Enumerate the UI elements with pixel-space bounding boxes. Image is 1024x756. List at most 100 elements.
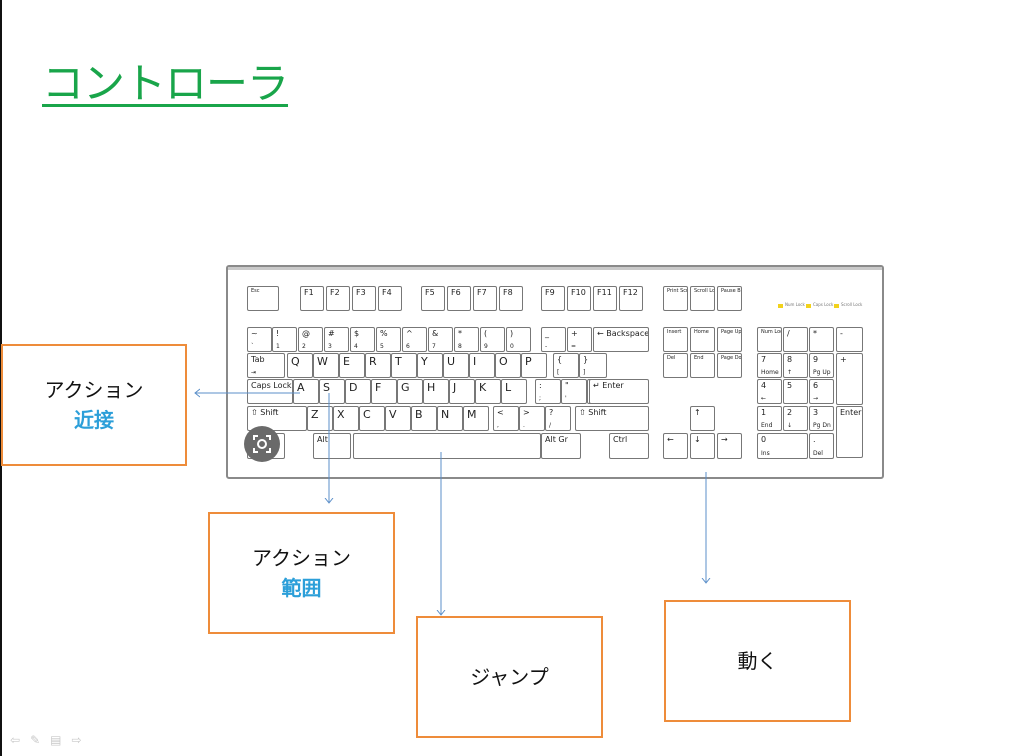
key-top-label: P xyxy=(525,355,532,368)
key-bottom-label: ↑ xyxy=(787,369,793,376)
keyboard-key: :; xyxy=(535,379,561,404)
keyboard-key: R xyxy=(365,353,391,378)
key-top-label: Print Screen SysRq xyxy=(667,288,688,294)
keyboard-key: I xyxy=(469,353,495,378)
key-top-label: 0 xyxy=(761,435,767,444)
keyboard-key: W xyxy=(313,353,339,378)
key-top-label: Q xyxy=(291,355,300,368)
key-top-label: : xyxy=(539,381,542,390)
keyboard-key: ↵ Enter xyxy=(589,379,649,404)
keyboard-key: F7 xyxy=(473,286,497,311)
key-bottom-label: 7 xyxy=(432,343,436,350)
key-top-label: M xyxy=(467,408,477,421)
key-bottom-label: ← xyxy=(761,395,767,402)
keyboard-key: )0 xyxy=(506,327,531,352)
key-top-label: F3 xyxy=(356,288,366,297)
callout-jump-line1: ジャンプ xyxy=(470,665,549,689)
key-top-label: Alt xyxy=(317,435,328,444)
key-top-label: < xyxy=(497,408,504,417)
keyboard-key: {[ xyxy=(553,353,579,378)
key-bottom-label: ` xyxy=(251,343,254,350)
pen-icon[interactable]: ✎ xyxy=(30,733,41,747)
key-top-label: J xyxy=(453,381,457,394)
key-top-label: F6 xyxy=(451,288,461,297)
key-top-label: Alt Gr xyxy=(545,435,568,444)
keyboard-key: - xyxy=(836,327,863,352)
keyboard-key: F10 xyxy=(567,286,591,311)
keyboard-key: !1 xyxy=(272,327,297,352)
key-top-label: ⇧ Shift xyxy=(579,408,607,417)
keyboard-key: Tab⇥ xyxy=(247,353,285,378)
key-top-label: ⇧ Shift xyxy=(251,408,279,417)
key-bottom-label: ' xyxy=(565,395,567,402)
key-bottom-label: 0 xyxy=(510,343,514,350)
key-top-label: ? xyxy=(549,408,554,417)
key-top-label: I xyxy=(473,355,477,368)
callout-area-action: アクション 範囲 xyxy=(208,512,395,634)
key-top-label: X xyxy=(337,408,345,421)
key-top-label: ← xyxy=(667,435,674,444)
key-top-label: Caps Lock xyxy=(251,381,292,390)
keyboard-key: .Del xyxy=(809,433,834,459)
key-bottom-label: Ins xyxy=(761,450,770,457)
keyboard-key: += xyxy=(567,327,592,352)
key-top-label: 8 xyxy=(787,355,793,364)
keyboard-key: F6 xyxy=(447,286,471,311)
keyboard-key: Print Screen SysRq xyxy=(663,286,688,311)
keyboard-key: F2 xyxy=(326,286,350,311)
key-top-label: B xyxy=(415,408,423,421)
keyboard-key: D xyxy=(345,379,371,404)
image-search-icon[interactable] xyxy=(244,426,280,462)
keyboard-key: 5 xyxy=(783,379,808,404)
keyboard-key: $4 xyxy=(350,327,375,352)
keyboard-key: K xyxy=(475,379,501,404)
keyboard-key: Num Lock xyxy=(757,327,782,352)
keyboard-key: F11 xyxy=(593,286,617,311)
key-top-label: > xyxy=(523,408,530,417)
key-top-label: } xyxy=(583,355,589,364)
key-top-label: 4 xyxy=(761,381,767,390)
callout-area-line1: アクション xyxy=(252,546,351,570)
next-slide-icon[interactable]: ⇨ xyxy=(71,733,82,747)
keyboard-key: (9 xyxy=(480,327,505,352)
key-top-label: End xyxy=(694,355,704,361)
key-top-label: + xyxy=(840,355,847,364)
keyboard-top-bar xyxy=(228,267,882,270)
key-bottom-label: 2 xyxy=(302,343,306,350)
key-top-label: E xyxy=(343,355,350,368)
key-bottom-label: End xyxy=(761,422,773,429)
key-top-label: K xyxy=(479,381,487,394)
key-bottom-label: ⇥ xyxy=(251,369,257,376)
keyboard-key: + xyxy=(836,353,863,405)
key-top-label: 1 xyxy=(761,408,767,417)
callout-melee-line1: アクション xyxy=(44,378,144,402)
keyboard-key: Insert xyxy=(663,327,688,352)
keyboard-key: &7 xyxy=(428,327,453,352)
previous-slide-icon[interactable]: ⇦ xyxy=(10,733,21,747)
key-top-label: + xyxy=(571,329,578,338)
slideshow-nav: ⇦ ✎ ▤ ⇨ xyxy=(10,733,82,747)
keyboard-key: _- xyxy=(541,327,566,352)
keyboard-key: %5 xyxy=(376,327,401,352)
key-top-label: → xyxy=(721,435,728,444)
key-bottom-label: → xyxy=(813,395,819,402)
key-top-label: / xyxy=(787,329,790,338)
key-top-label: Y xyxy=(421,355,428,368)
keyboard-key: Alt Gr xyxy=(541,433,581,459)
keyboard-key: F xyxy=(371,379,397,404)
menu-icon[interactable]: ▤ xyxy=(50,733,62,747)
keyboard-key: "' xyxy=(561,379,587,404)
keyboard-key: ?/ xyxy=(545,406,571,431)
keyboard-key: F8 xyxy=(499,286,523,311)
keyboard-key: 2↓ xyxy=(783,406,808,431)
callout-melee-line2: 近接 xyxy=(74,408,114,432)
key-top-label: 6 xyxy=(813,381,819,390)
keyboard-key: Del xyxy=(663,353,688,378)
key-top-label: ! xyxy=(276,329,280,338)
keyboard-key: Home xyxy=(690,327,715,352)
keyboard-key: Y xyxy=(417,353,443,378)
key-top-label: A xyxy=(297,381,305,394)
key-bottom-label: Del xyxy=(813,450,823,457)
